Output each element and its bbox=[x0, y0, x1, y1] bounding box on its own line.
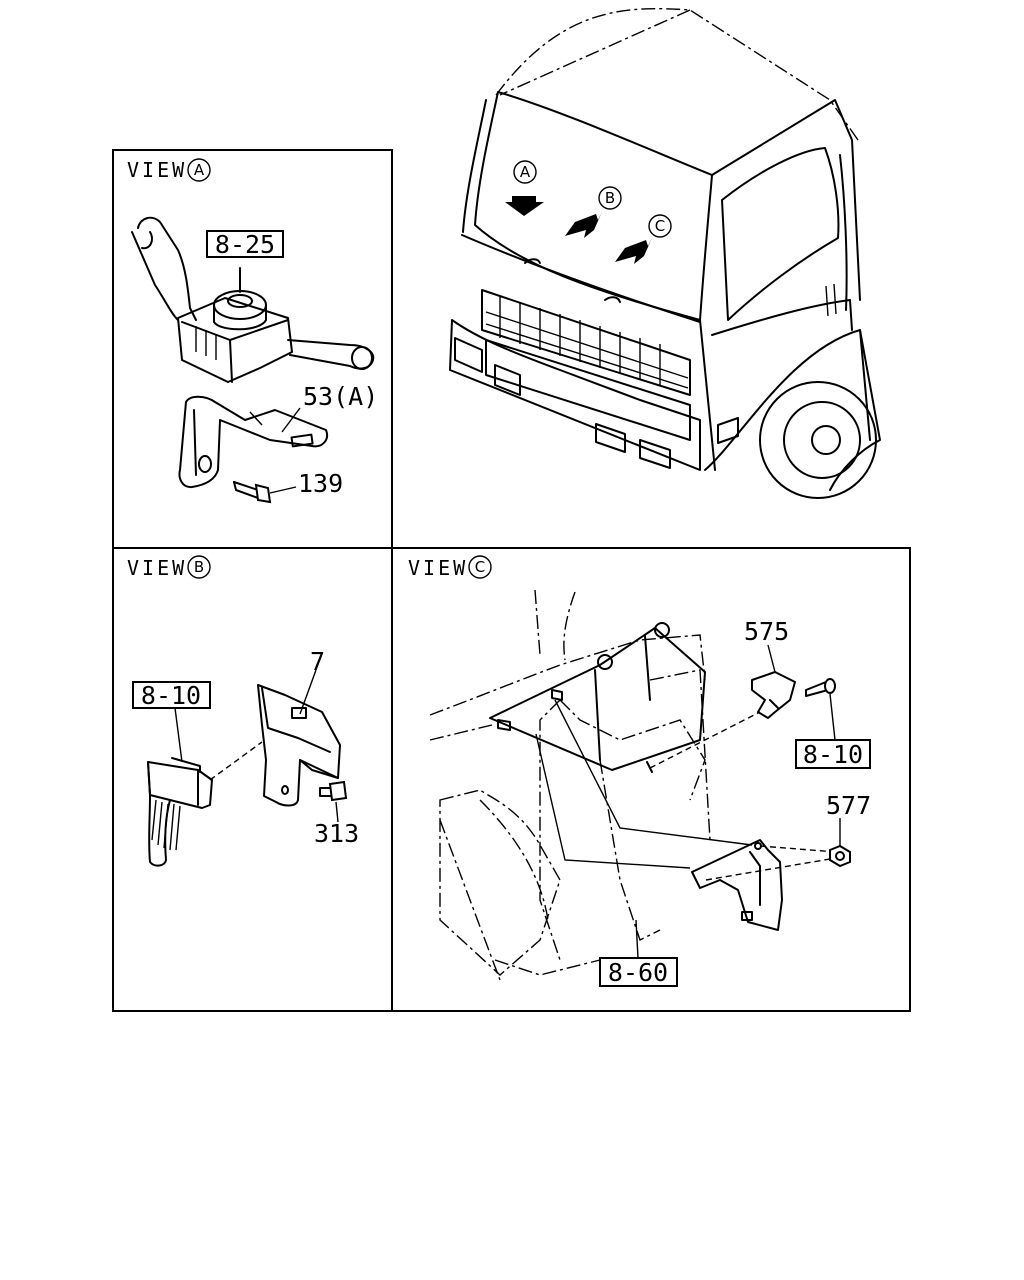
view-b-panel: VIEW B 8-10 7 313 bbox=[127, 555, 359, 867]
view-a-title: VIEW bbox=[127, 158, 187, 182]
part-label-8-60: 8-60 bbox=[608, 958, 668, 987]
view-c-title: VIEW bbox=[408, 556, 468, 580]
bolt-drawing bbox=[233, 481, 272, 504]
view-c-panel: VIEW C bbox=[408, 555, 871, 987]
part-label-53a: 53(A) bbox=[303, 382, 378, 411]
combination-switch-drawing bbox=[131, 216, 375, 383]
part-label-575: 575 bbox=[744, 617, 789, 646]
screw-drawing bbox=[805, 678, 836, 697]
part-label-8-10-view-b: 8-10 bbox=[141, 681, 201, 710]
bracket-drawing bbox=[257, 684, 341, 807]
part-label-7: 7 bbox=[310, 647, 325, 676]
bracket-drawing bbox=[178, 395, 328, 489]
part-label-8-10-view-c: 8-10 bbox=[803, 740, 863, 769]
clip-drawing bbox=[751, 671, 796, 719]
view-a-panel: VIEW A 8-25 53(A) bbox=[127, 158, 378, 504]
view-panel-frames bbox=[112, 149, 911, 1012]
view-c-letter: C bbox=[475, 558, 485, 576]
nut-drawing bbox=[829, 844, 851, 868]
part-label-577: 577 bbox=[826, 791, 871, 820]
arrow-icon bbox=[615, 238, 652, 264]
view-a-letter: A bbox=[194, 161, 205, 179]
cab-marker-c: C bbox=[655, 217, 665, 235]
cab-marker-b: B bbox=[605, 189, 615, 207]
part-label-139: 139 bbox=[298, 469, 343, 498]
control-unit-drawing bbox=[489, 622, 706, 773]
view-b-title: VIEW bbox=[127, 556, 187, 580]
lower-bracket-drawing bbox=[691, 839, 783, 931]
cab-marker-a: A bbox=[520, 163, 531, 181]
connector-drawing bbox=[147, 757, 213, 867]
chassis-drawing bbox=[429, 589, 711, 981]
part-label-8-25: 8-25 bbox=[215, 230, 275, 259]
arrow-icon bbox=[505, 196, 544, 216]
view-b-letter: B bbox=[194, 558, 204, 576]
truck-cab-illustration: A B C bbox=[449, 8, 881, 499]
bolt-drawing bbox=[319, 780, 348, 802]
part-label-313: 313 bbox=[314, 819, 359, 848]
arrow-icon bbox=[565, 212, 602, 238]
